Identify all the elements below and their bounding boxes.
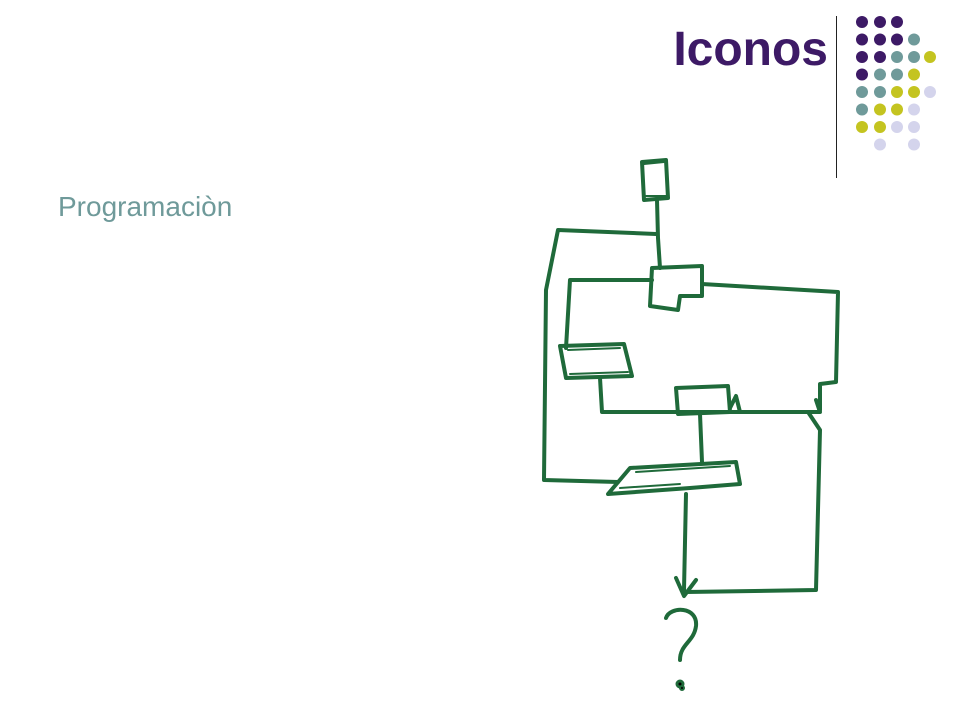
- left-branch: [564, 278, 654, 350]
- bullet-item: Programaciòn: [58, 191, 233, 222]
- grid-dot: [891, 86, 903, 98]
- grid-dot: [856, 121, 868, 133]
- grid-dot: [874, 138, 886, 151]
- grid-dot: [924, 86, 936, 98]
- title-divider: [836, 16, 837, 178]
- grid-dot: [908, 86, 920, 98]
- grid-dot: [891, 103, 903, 116]
- connector-1: [655, 198, 662, 270]
- dot-grid-icon: [856, 16, 936, 151]
- connector-3: [698, 412, 704, 464]
- grid-dot: [891, 68, 903, 81]
- grid-dot: [856, 16, 868, 28]
- grid-dot: [908, 103, 920, 116]
- start-box: [640, 158, 670, 202]
- grid-dot: [856, 51, 868, 63]
- question-dot-2: [679, 685, 685, 691]
- grid-dot: [891, 16, 903, 28]
- arrowhead-middle: [728, 394, 742, 414]
- grid-dot: [856, 68, 868, 81]
- io-shape-shade: [619, 465, 731, 489]
- right-branch: [700, 282, 840, 412]
- grid-dot: [874, 103, 886, 116]
- grid-dot: [874, 68, 886, 81]
- flowchart-sketch-icon: [542, 158, 840, 691]
- start-box-shade: [643, 161, 667, 197]
- grid-dot: [874, 121, 886, 133]
- grid-dot: [908, 33, 920, 46]
- grid-dot: [891, 51, 903, 63]
- left-loop: [542, 228, 658, 484]
- connector-4: [682, 492, 688, 592]
- grid-dot: [891, 33, 903, 46]
- grid-dot: [908, 138, 920, 151]
- grid-dot: [874, 86, 886, 98]
- slide-title: Iconos: [673, 23, 828, 76]
- io-shape: [606, 460, 742, 496]
- grid-dot: [856, 103, 868, 116]
- right-loop: [684, 410, 822, 594]
- grid-dot: [856, 86, 868, 98]
- connector-2: [598, 376, 822, 414]
- grid-dot: [874, 51, 886, 63]
- grid-dot: [891, 121, 903, 133]
- grid-dot: [908, 51, 920, 63]
- grid-dot: [856, 33, 868, 46]
- grid-dot: [908, 68, 920, 81]
- arrowhead-bottom: [674, 576, 698, 598]
- grid-dot: [924, 51, 936, 63]
- grid-dot: [908, 121, 920, 133]
- question-mark: [664, 607, 698, 662]
- process-box-left-shade: [567, 347, 629, 375]
- middle-box: [674, 384, 732, 416]
- grid-dot: [874, 16, 886, 28]
- grid-dot: [874, 33, 886, 46]
- process-box-left: [558, 342, 634, 380]
- decision-box: [648, 264, 704, 312]
